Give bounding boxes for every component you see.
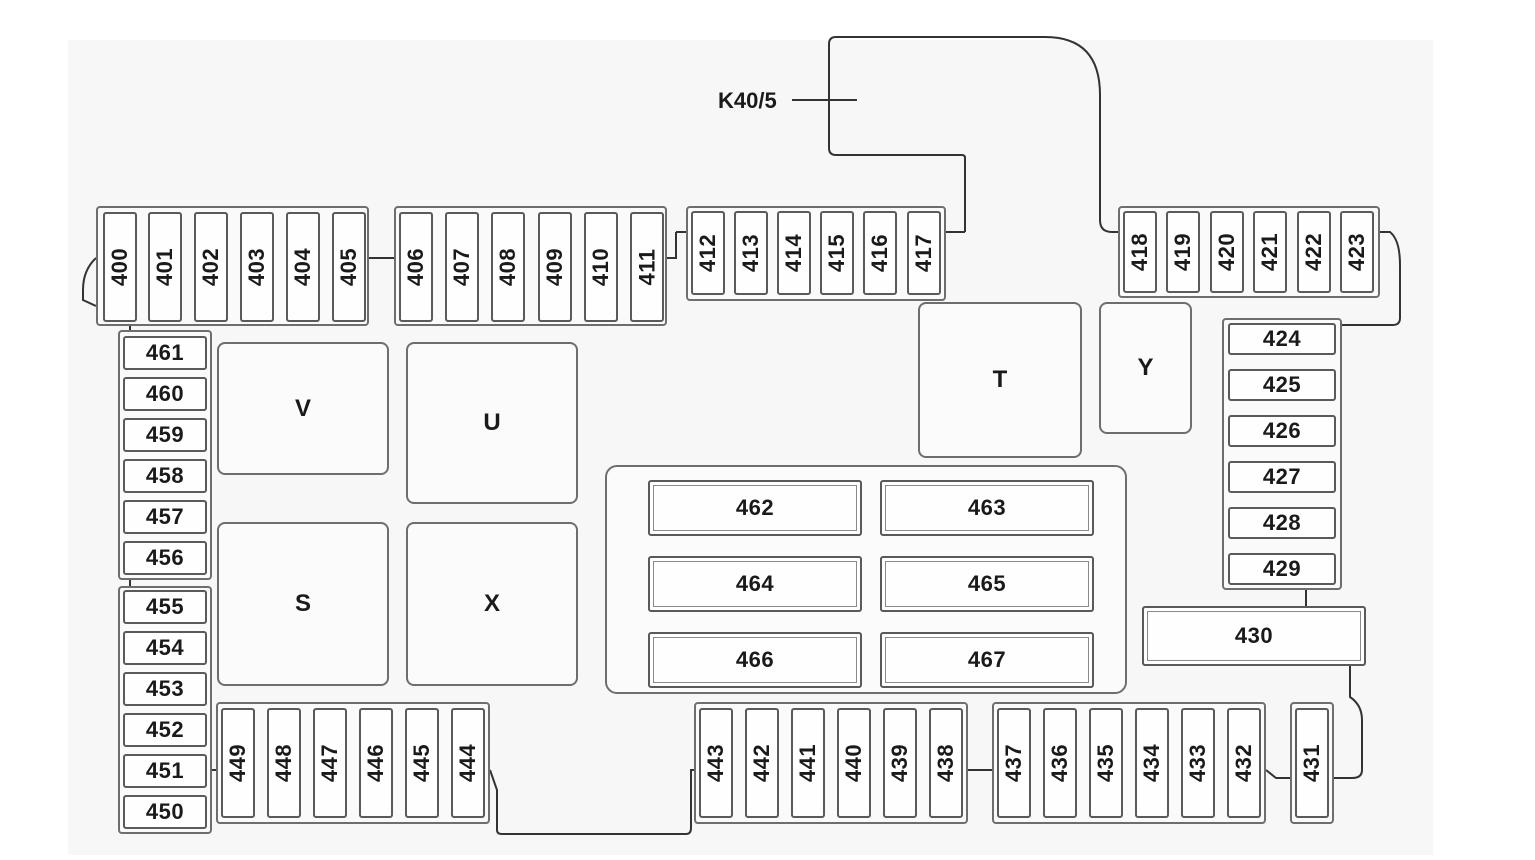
- fuse-415: 415: [820, 211, 854, 295]
- fuse-455: 455: [123, 590, 207, 624]
- fuse-418: 418: [1123, 211, 1157, 293]
- fuse-408: 408: [491, 212, 525, 322]
- fuse-413: 413: [734, 211, 768, 295]
- fuse-404: 404: [286, 212, 320, 322]
- fuse-437: 437: [997, 708, 1031, 818]
- fuse-450: 450: [123, 795, 207, 829]
- fuse-group-432-437: [992, 702, 1266, 824]
- fuse-465: 465: [880, 556, 1094, 612]
- fuse-462: 462: [648, 480, 862, 536]
- fuse-group-456-461: [118, 330, 212, 580]
- fuse-442: 442: [745, 708, 779, 818]
- fuse-438: 438: [929, 708, 963, 818]
- fuse-group-438-443: [694, 702, 968, 824]
- fuse-436: 436: [1043, 708, 1077, 818]
- fuse-449: 449: [221, 708, 255, 818]
- fuse-457: 457: [123, 500, 207, 534]
- fuse-443: 443: [699, 708, 733, 818]
- fuse-432: 432: [1227, 708, 1261, 818]
- fuse-429: 429: [1228, 553, 1336, 585]
- fuse-456: 456: [123, 541, 207, 575]
- fuse-425: 425: [1228, 369, 1336, 401]
- fuse-group-444-449: [216, 702, 490, 824]
- fuse-401: 401: [148, 212, 182, 322]
- fuse-427: 427: [1228, 461, 1336, 493]
- relay-y: Y: [1099, 302, 1192, 434]
- fuse-447: 447: [313, 708, 347, 818]
- fuse-435: 435: [1089, 708, 1123, 818]
- relay-s: S: [217, 522, 389, 686]
- fuse-422: 422: [1297, 211, 1331, 293]
- fuse-445: 445: [405, 708, 439, 818]
- fuse-460: 460: [123, 377, 207, 411]
- fuse-426: 426: [1228, 415, 1336, 447]
- fuse-440: 440: [837, 708, 871, 818]
- fuse-461: 461: [123, 336, 207, 370]
- relay-t: T: [918, 302, 1082, 458]
- fuse-group-400-405: [96, 206, 369, 326]
- fuse-448: 448: [267, 708, 301, 818]
- fuse-454: 454: [123, 631, 207, 665]
- k40-5-label: K40/5: [718, 88, 777, 113]
- fuse-406: 406: [399, 212, 433, 322]
- fuse-439: 439: [883, 708, 917, 818]
- fuse-446: 446: [359, 708, 393, 818]
- fuse-400: 400: [103, 212, 137, 322]
- fuse-424: 424: [1228, 323, 1336, 355]
- fuse-459: 459: [123, 418, 207, 452]
- fuse-451: 451: [123, 754, 207, 788]
- fuse-414: 414: [777, 211, 811, 295]
- fuse-463: 463: [880, 480, 1094, 536]
- fuse-412: 412: [691, 211, 725, 295]
- fuse-453: 453: [123, 672, 207, 706]
- fuse-467: 467: [880, 632, 1094, 688]
- fuse-417: 417: [907, 211, 941, 295]
- fuse-433: 433: [1181, 708, 1215, 818]
- fuse-group-450-455: [118, 586, 212, 834]
- fuse-group-412-417: [686, 206, 946, 301]
- fuse-444: 444: [451, 708, 485, 818]
- relay-v: V: [217, 342, 389, 475]
- fuse-452: 452: [123, 713, 207, 747]
- relay-u: U: [406, 342, 578, 504]
- fuse-434: 434: [1135, 708, 1169, 818]
- relay-x: X: [406, 522, 578, 686]
- fuse-410: 410: [584, 212, 618, 322]
- fuse-411: 411: [630, 212, 664, 322]
- fuse-421: 421: [1253, 211, 1287, 293]
- fuse-428: 428: [1228, 507, 1336, 539]
- fuse-402: 402: [194, 212, 228, 322]
- fuse-407: 407: [445, 212, 479, 322]
- fuse-403: 403: [240, 212, 274, 322]
- fuse-458: 458: [123, 459, 207, 493]
- fuse-423: 423: [1340, 211, 1374, 293]
- fuse-416: 416: [863, 211, 897, 295]
- fuse-466: 466: [648, 632, 862, 688]
- fuse-409: 409: [538, 212, 572, 322]
- fuse-group-418-423: [1118, 206, 1380, 298]
- fuse-431: 431: [1295, 708, 1329, 818]
- fuse-464: 464: [648, 556, 862, 612]
- fuse-420: 420: [1210, 211, 1244, 293]
- fuse-441: 441: [791, 708, 825, 818]
- fuse-405: 405: [332, 212, 366, 322]
- fuse-430: 430: [1142, 606, 1366, 666]
- fuse-419: 419: [1166, 211, 1200, 293]
- fuse-group-424-429: [1222, 318, 1342, 590]
- fuse-group-406-411: [394, 206, 667, 326]
